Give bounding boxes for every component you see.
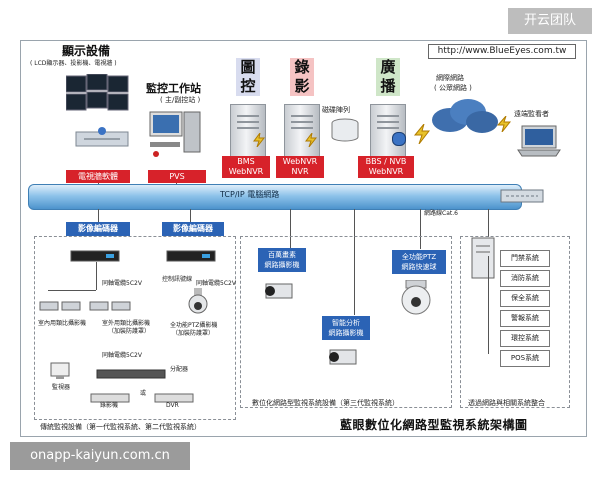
system-pos: POS系統 [500, 350, 550, 367]
disk-array-icon [330, 118, 360, 142]
distributor-label: 分配器 [170, 366, 189, 373]
server-1-chars: 錄影 [290, 58, 314, 96]
ptz-network-label: 全功能PTZ 網路快速球 [392, 250, 446, 274]
camera-outdoor-label: 室外用類比攝影機 [102, 320, 151, 327]
dvr-label: DVR [166, 402, 179, 409]
workstation-subtitle: ( 主/副控站 ) [160, 96, 201, 104]
network-bus [28, 184, 522, 210]
brand-badge: 开云团队 [508, 8, 592, 34]
main-title: 藍眼數位化網路型監視系統架構圖 [340, 418, 528, 432]
cloud-icon [430, 96, 500, 136]
url-box[interactable]: http://www.BlueEyes.com.tw [428, 44, 576, 59]
dome-camera-icon [396, 279, 436, 316]
dvr-icon [154, 388, 194, 403]
box-camera-icon [326, 346, 364, 370]
vcr-label: 錄影機 [100, 402, 119, 409]
system-security: 保全系統 [500, 290, 550, 307]
workstation-title: 監控工作站 [146, 82, 201, 95]
megapixel-camera-label: 百萬畫素 網路攝影機 [258, 248, 306, 272]
internet-title: 網際網路 [436, 74, 464, 82]
laptop-icon [516, 124, 562, 158]
system-environment: 環控系統 [500, 330, 550, 347]
encoder-device-icon [70, 248, 120, 262]
network-switch-icon [74, 126, 130, 148]
system-alarm: 警報系統 [500, 310, 550, 327]
ptz-camera-icon [186, 288, 210, 316]
or-label: 或 [140, 390, 147, 397]
control-label: 控制訊號線 [162, 276, 193, 283]
workstation-label: PVS [148, 170, 206, 183]
lightning-icon [304, 132, 318, 148]
coax-label-2: 同軸電纜5C2V [196, 280, 236, 287]
camera-outdoor-sub: （加裝防護罩） [108, 328, 151, 335]
box-camera-icon [262, 280, 300, 304]
traditional-section [34, 236, 236, 420]
display-subtitle: ( LCD顯示器、投影機、電視牆 ) [30, 60, 117, 67]
monitor-icon [50, 362, 70, 380]
vcr-icon [90, 388, 130, 403]
display-label: 電視牆軟體 [66, 170, 130, 183]
system-access: 門禁系統 [500, 250, 550, 267]
monitor-label: 監視器 [52, 384, 71, 391]
disk-array-label: 磁碟陣列 [322, 106, 350, 114]
digital-section [240, 236, 452, 408]
video-wall-icon [65, 73, 130, 114]
encoder-device-icon [166, 248, 216, 262]
lightning-icon [496, 115, 512, 133]
digital-caption: 數位化網路型監視系統設備（第三代監視系統） [252, 399, 399, 407]
watermark: onapp-kaiyun.com.cn [10, 442, 190, 470]
cable-label: 網路線Cat.6 [424, 210, 458, 217]
encoder-label-1: 影像編碼器 [162, 222, 224, 236]
remote-viewer-label: 遠端監看者 [514, 110, 549, 118]
integration-server-icon [470, 236, 496, 280]
analog-cameras-icon [38, 296, 138, 318]
display-title: 顯示設備 [62, 44, 111, 58]
server-recording [284, 104, 320, 162]
smart-camera-label: 智能分析 網路攝影機 [322, 316, 370, 340]
switch-icon [500, 188, 544, 204]
distributor-icon [96, 364, 166, 379]
server-0-chars: 圖控 [236, 58, 260, 96]
camera-indoor-label: 室內用類比攝影機 [38, 320, 87, 327]
coax-label-1: 同軸電纜5C2V [102, 280, 142, 287]
integration-caption: 透過網路與相關系統整合 [468, 399, 545, 407]
system-fire: 消防系統 [500, 270, 550, 287]
encoder-label-0: 影像編碼器 [66, 222, 130, 236]
lightning-icon [252, 132, 266, 148]
lightning-icon [412, 123, 432, 145]
server-2-chars: 廣播 [376, 58, 400, 96]
traditional-caption: 傳統監視設備（第一代監視系統、第二代監視系統） [40, 423, 201, 431]
coax-label-3: 同軸電纜5C2V [102, 352, 142, 359]
speaker-icon [392, 132, 406, 146]
integration-section [460, 236, 570, 408]
workstation-icon [146, 110, 206, 160]
internet-subtitle: ( 公眾網路 ) [434, 84, 472, 92]
camera-ptz-sub: （加裝防護罩） [172, 330, 215, 337]
bus-label: TCP/IP 電腦網路 [220, 190, 280, 199]
camera-ptz-label: 全功能PTZ攝影機 [170, 322, 218, 329]
